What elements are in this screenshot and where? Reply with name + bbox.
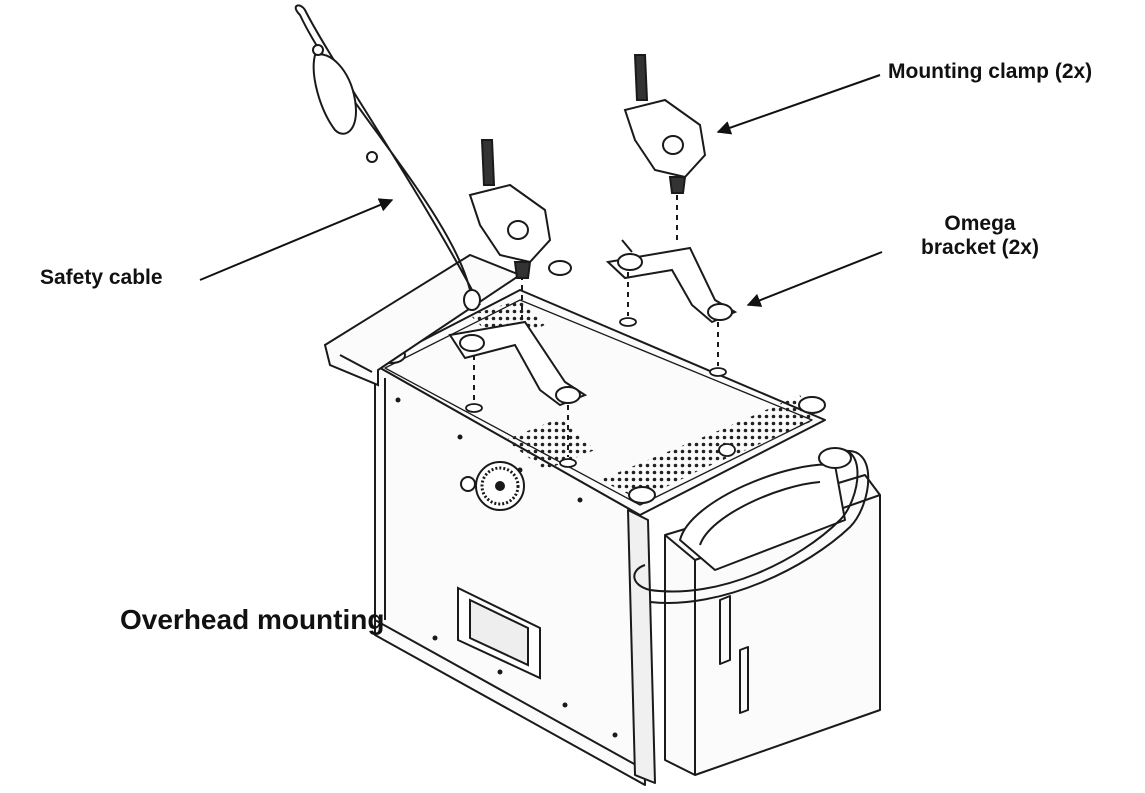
arrow-mounting-clamp: [716, 74, 881, 135]
vent-grilles: [470, 300, 815, 500]
label-omega-bracket: Omega bracket (2x): [885, 212, 1075, 260]
wing-fasteners: [465, 317, 736, 468]
safety-cable: [294, 4, 481, 311]
label-safety-cable: Safety cable: [40, 266, 163, 289]
label-omega-line1: Omega: [944, 212, 1016, 235]
corner-bumpers: [378, 260, 826, 504]
alignment-dashes: [473, 195, 719, 457]
mounting-clamp-right: [623, 54, 707, 194]
power-cable: [633, 447, 870, 604]
diagram-title: Overhead mounting: [120, 604, 385, 635]
arrow-omega-bracket: [746, 251, 883, 307]
tilt-wheel: [460, 461, 525, 511]
omega-bracket-floating: [605, 239, 738, 324]
omega-bracket-installed: [448, 320, 588, 407]
callout-arrows: [199, 74, 883, 307]
battery-pack: [664, 463, 881, 776]
arrow-safety-cable: [199, 198, 394, 281]
label-mounting-clamp: Mounting clamp (2x): [888, 60, 1093, 83]
label-omega-line2: bracket (2x): [921, 236, 1039, 260]
mounting-clamp-left: [468, 139, 552, 279]
side-handle-recess: [457, 586, 541, 680]
